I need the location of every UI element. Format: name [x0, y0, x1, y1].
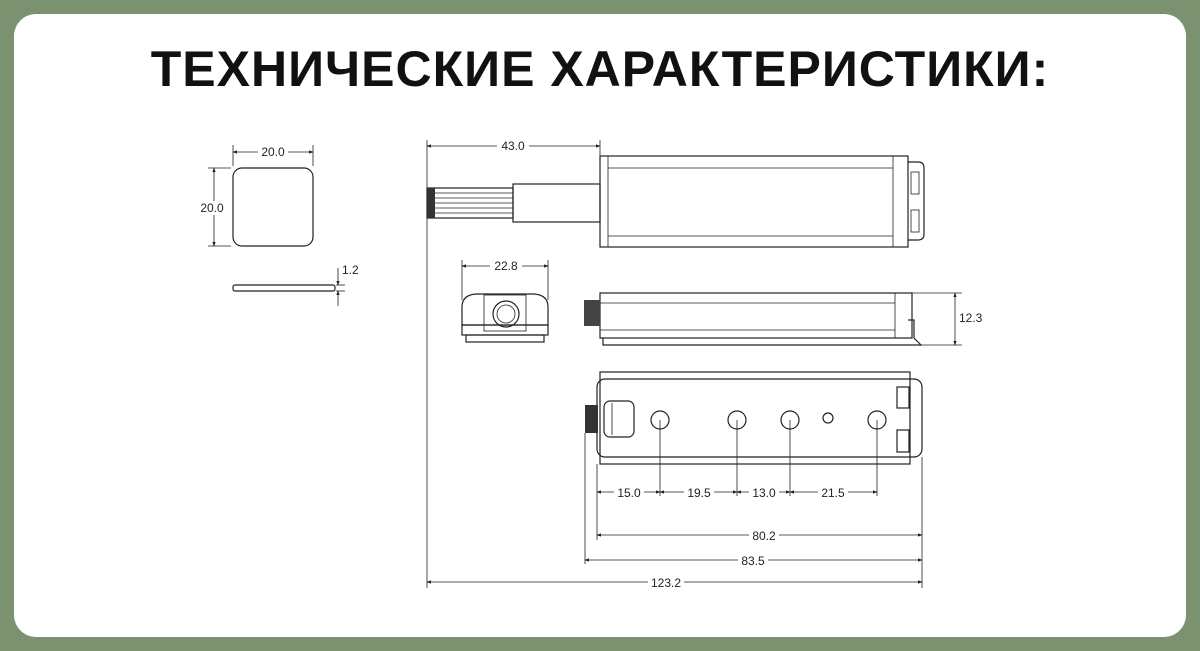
spacing-4-label: 21.5 — [821, 486, 845, 500]
rod-length-label: 43.0 — [501, 139, 525, 153]
spacing-1-label: 15.0 — [617, 486, 641, 500]
pad-width-label: 20.0 — [261, 145, 285, 159]
damper-bottom-view: 15.0 19.5 13.0 21.5 80.2 83.5 123.2 — [426, 371, 923, 590]
pad-height-label: 20.0 — [200, 201, 224, 215]
pad-thickness-label: 1.2 — [342, 263, 359, 277]
spacing-2-label: 19.5 — [687, 486, 711, 500]
pad-top-view: 20.0 20.0 — [199, 145, 314, 247]
spacing-3-label: 13.0 — [752, 486, 776, 500]
damper-end-view: 22.8 — [461, 259, 549, 343]
end-width-label: 22.8 — [494, 259, 518, 273]
total-length-label: 123.2 — [651, 576, 681, 590]
body-length-label: 80.2 — [752, 529, 776, 543]
side-height-label: 12.3 — [959, 311, 983, 325]
length-with-knob-label: 83.5 — [741, 554, 765, 568]
page-title: ТЕХНИЧЕСКИЕ ХАРАКТЕРИСТИКИ: — [150, 41, 1050, 97]
damper-top-view: 43.0 — [426, 139, 925, 588]
pad-side-view: 1.2 — [232, 263, 359, 306]
hole-spacing-dimensions: 15.0 19.5 13.0 21.5 — [596, 485, 878, 500]
damper-side-view: 12.3 — [584, 292, 984, 346]
